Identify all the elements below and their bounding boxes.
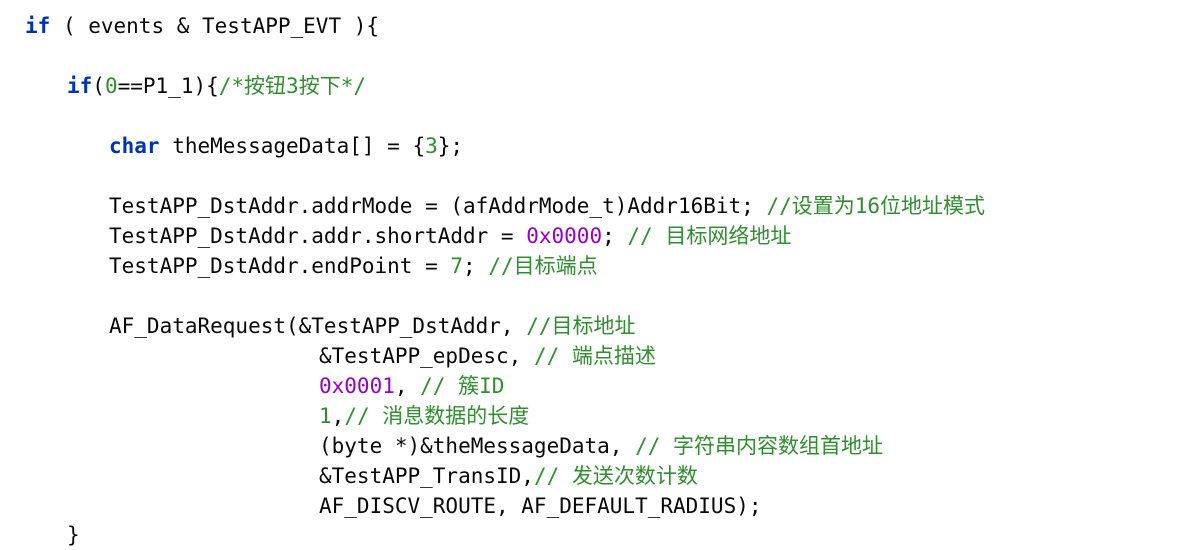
comment-token: // 目标网络地址 xyxy=(627,224,792,248)
code-token: AF_DISCV_ROUTE, AF_DEFAULT_RADIUS); xyxy=(319,494,762,518)
comment-token: /*按钮3按下*/ xyxy=(218,74,366,98)
keyword-token: if xyxy=(67,74,93,98)
code-token: ; xyxy=(463,254,489,278)
code-token: TestAPP_DstAddr.addr.shortAddr = xyxy=(109,224,527,248)
code-line-close-brace: } xyxy=(67,520,80,550)
code-line-data-length: 1,// 消息数据的长度 xyxy=(319,401,529,431)
code-line-route-radius: AF_DISCV_ROUTE, AF_DEFAULT_RADIUS); xyxy=(319,491,762,521)
code-token: , xyxy=(394,374,421,398)
comment-token: // 发送次数计数 xyxy=(533,464,698,488)
code-token: theMessageData[] = { xyxy=(159,134,426,158)
keyword-token: if xyxy=(25,14,51,38)
code-line-end-point: TestAPP_DstAddr.endPoint = 7; //目标端点 xyxy=(109,251,598,281)
comment-token: 7 xyxy=(450,254,464,278)
code-line-data-pointer: (byte *)&theMessageData, // 字符串内容数组首地址 xyxy=(319,431,883,461)
comment-token: // 字符串内容数组首地址 xyxy=(635,434,884,458)
code-line-ep-desc: &TestAPP_epDesc, // 端点描述 xyxy=(319,341,656,371)
code-token: AF_DataRequest(&TestAPP_DstAddr, xyxy=(109,314,527,338)
comment-token: // 簇ID xyxy=(420,374,505,398)
code-line-af-request: AF_DataRequest(&TestAPP_DstAddr, //目标地址 xyxy=(109,311,636,341)
code-token: }; xyxy=(437,134,464,158)
code-token: &TestAPP_epDesc, xyxy=(319,344,534,368)
code-token: TestAPP_DstAddr.endPoint = xyxy=(109,254,451,278)
comment-token: // 消息数据的长度 xyxy=(344,404,530,428)
comment-token: //设置为16位地址模式 xyxy=(766,194,986,218)
code-line-char-decl: char theMessageData[] = {3}; xyxy=(109,131,463,161)
comment-token: 3 xyxy=(425,134,438,158)
code-token: TestAPP_DstAddr.addrMode = (afAddrMode_t… xyxy=(109,194,767,218)
code-token: , xyxy=(331,404,345,428)
code-line-short-addr: TestAPP_DstAddr.addr.shortAddr = 0x0000;… xyxy=(109,221,791,251)
code-line-trans-id: &TestAPP_TransID,// 发送次数计数 xyxy=(319,461,698,491)
hex-literal-token: 0x0001 xyxy=(319,374,395,398)
comment-token: 0 xyxy=(104,74,118,98)
code-token: ( events & TestAPP_EVT ){ xyxy=(50,14,380,38)
hex-literal-token: 0x0000 xyxy=(526,224,603,248)
code-line-if-events: if ( events & TestAPP_EVT ){ xyxy=(25,11,379,41)
comment-token: 1 xyxy=(319,404,332,428)
code-token: ; xyxy=(602,224,628,248)
code-line-addr-mode: TestAPP_DstAddr.addrMode = (afAddrMode_t… xyxy=(109,191,985,221)
code-token: &TestAPP_TransID, xyxy=(319,464,534,488)
keyword-token: char xyxy=(109,134,160,158)
comment-token: // 端点描述 xyxy=(533,344,656,368)
code-token: ==P1_1){ xyxy=(117,74,219,98)
comment-token: //目标地址 xyxy=(526,314,636,338)
code-token: } xyxy=(67,523,80,547)
code-token: ( xyxy=(92,74,105,98)
comment-token: //目标端点 xyxy=(488,254,598,278)
code-token: (byte *)&theMessageData, xyxy=(319,434,636,458)
code-line-cluster-id: 0x0001, // 簇ID xyxy=(319,371,504,401)
code-line-if-button: if(0==P1_1){/*按钮3按下*/ xyxy=(67,71,366,101)
